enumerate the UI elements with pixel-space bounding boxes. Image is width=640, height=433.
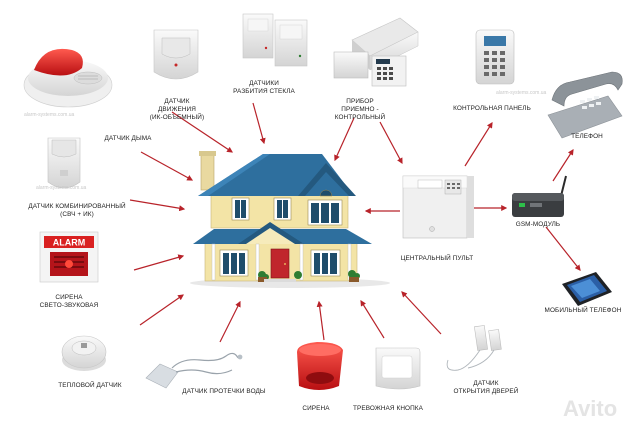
house-icon	[190, 151, 390, 288]
door-sensor-icon	[446, 325, 502, 371]
glass-break-sensor-icon	[242, 13, 308, 67]
arrow-glass	[252, 102, 266, 145]
arrow-heat	[139, 294, 184, 326]
mobile-phone-icon	[562, 272, 612, 306]
panic-button-icon	[375, 347, 421, 390]
arrow-leak	[219, 300, 241, 343]
arrow-smoke	[140, 151, 194, 181]
alarm-sign-text: ALARM	[53, 238, 86, 248]
arrow-siren-light	[133, 254, 185, 271]
label-gsm-module: GSM-МОДУЛЬ	[515, 221, 561, 228]
label-glass-break-sensors: ДАТЧИКИ РАЗБИТИЯ СТЕКЛА	[233, 80, 295, 95]
label-water-leak-sensor: ДАТЧИК ПРОТЕЧКИ ВОДЫ	[182, 388, 266, 395]
label-door-sensor: ДАТЧИК ОТКРЫТИЯ ДВЕРЕЙ	[453, 380, 519, 395]
siren-icon	[297, 342, 343, 390]
arrow-panel-to-central	[379, 121, 403, 165]
motion-sensor-icon	[153, 29, 199, 80]
arrow-siren	[316, 300, 325, 341]
desk-phone-icon	[547, 71, 623, 139]
label-siren: СИРЕНА	[302, 405, 330, 412]
watermark-site-2: alarm-systems.com.ua	[36, 185, 87, 191]
combined-sensor-icon	[47, 137, 81, 189]
label-combined-sensor: ДАТЧИК КОМБИНИРОВАННЫЙ (СВЧ + ИК)	[28, 203, 126, 218]
avito-watermark: Avito	[563, 396, 618, 421]
heat-detector-icon	[61, 335, 107, 371]
arrow-combined	[129, 199, 186, 212]
label-mobile-phone: МОБИЛЬНЫЙ ТЕЛЕФОН	[544, 307, 622, 314]
arrow-gsm-to-mobile	[545, 226, 581, 271]
label-motion-sensor: ДАТЧИК ДВИЖЕНИЯ (ИК-ОБЪЕМНЫЙ)	[149, 98, 205, 121]
arrow-gsm-to-phone	[552, 148, 574, 182]
water-leak-sensor-icon	[145, 352, 243, 389]
watermark-site-3: alarm-systems.com.ua	[496, 90, 547, 96]
central-console-icon	[402, 175, 474, 239]
label-central-console: ЦЕНТРАЛЬНЫЙ ПУЛЬТ	[400, 255, 474, 262]
arrow-alarm-button	[360, 299, 385, 339]
label-alarm-button: ТРЕВОЖНАЯ КНОПКА	[353, 405, 423, 412]
keypad-icon	[475, 29, 515, 85]
arrow-central-to-keypad	[464, 121, 493, 167]
connection-arrows	[129, 102, 581, 343]
arrow-door	[401, 291, 442, 335]
watermark-site-1: alarm-systems.com.ua	[24, 112, 75, 118]
label-smoke-detector: ДАТЧИК ДЫМА	[104, 135, 152, 142]
arrow-panel-device	[334, 117, 355, 162]
alarm-sign-icon: ALARM	[39, 231, 99, 283]
gsm-module-icon	[512, 175, 567, 217]
smoke-detector-icon	[23, 48, 113, 108]
arrow-motion	[171, 111, 233, 153]
label-keypad: КОНТРОЛЬНАЯ ПАНЕЛЬ	[453, 105, 531, 112]
control-panel-device-icon	[333, 17, 419, 87]
label-phone: ТЕЛЕФОН	[571, 133, 603, 140]
label-siren-light: СИРЕНА СВЕТО-ЗВУКОВАЯ	[39, 294, 99, 309]
label-control-panel-device: ПРИБОР ПРИЕМНО - КОНТРОЛЬНЫЙ	[334, 98, 386, 121]
label-heat-detector: ТЕПЛОВОЙ ДАТЧИК	[58, 382, 122, 389]
